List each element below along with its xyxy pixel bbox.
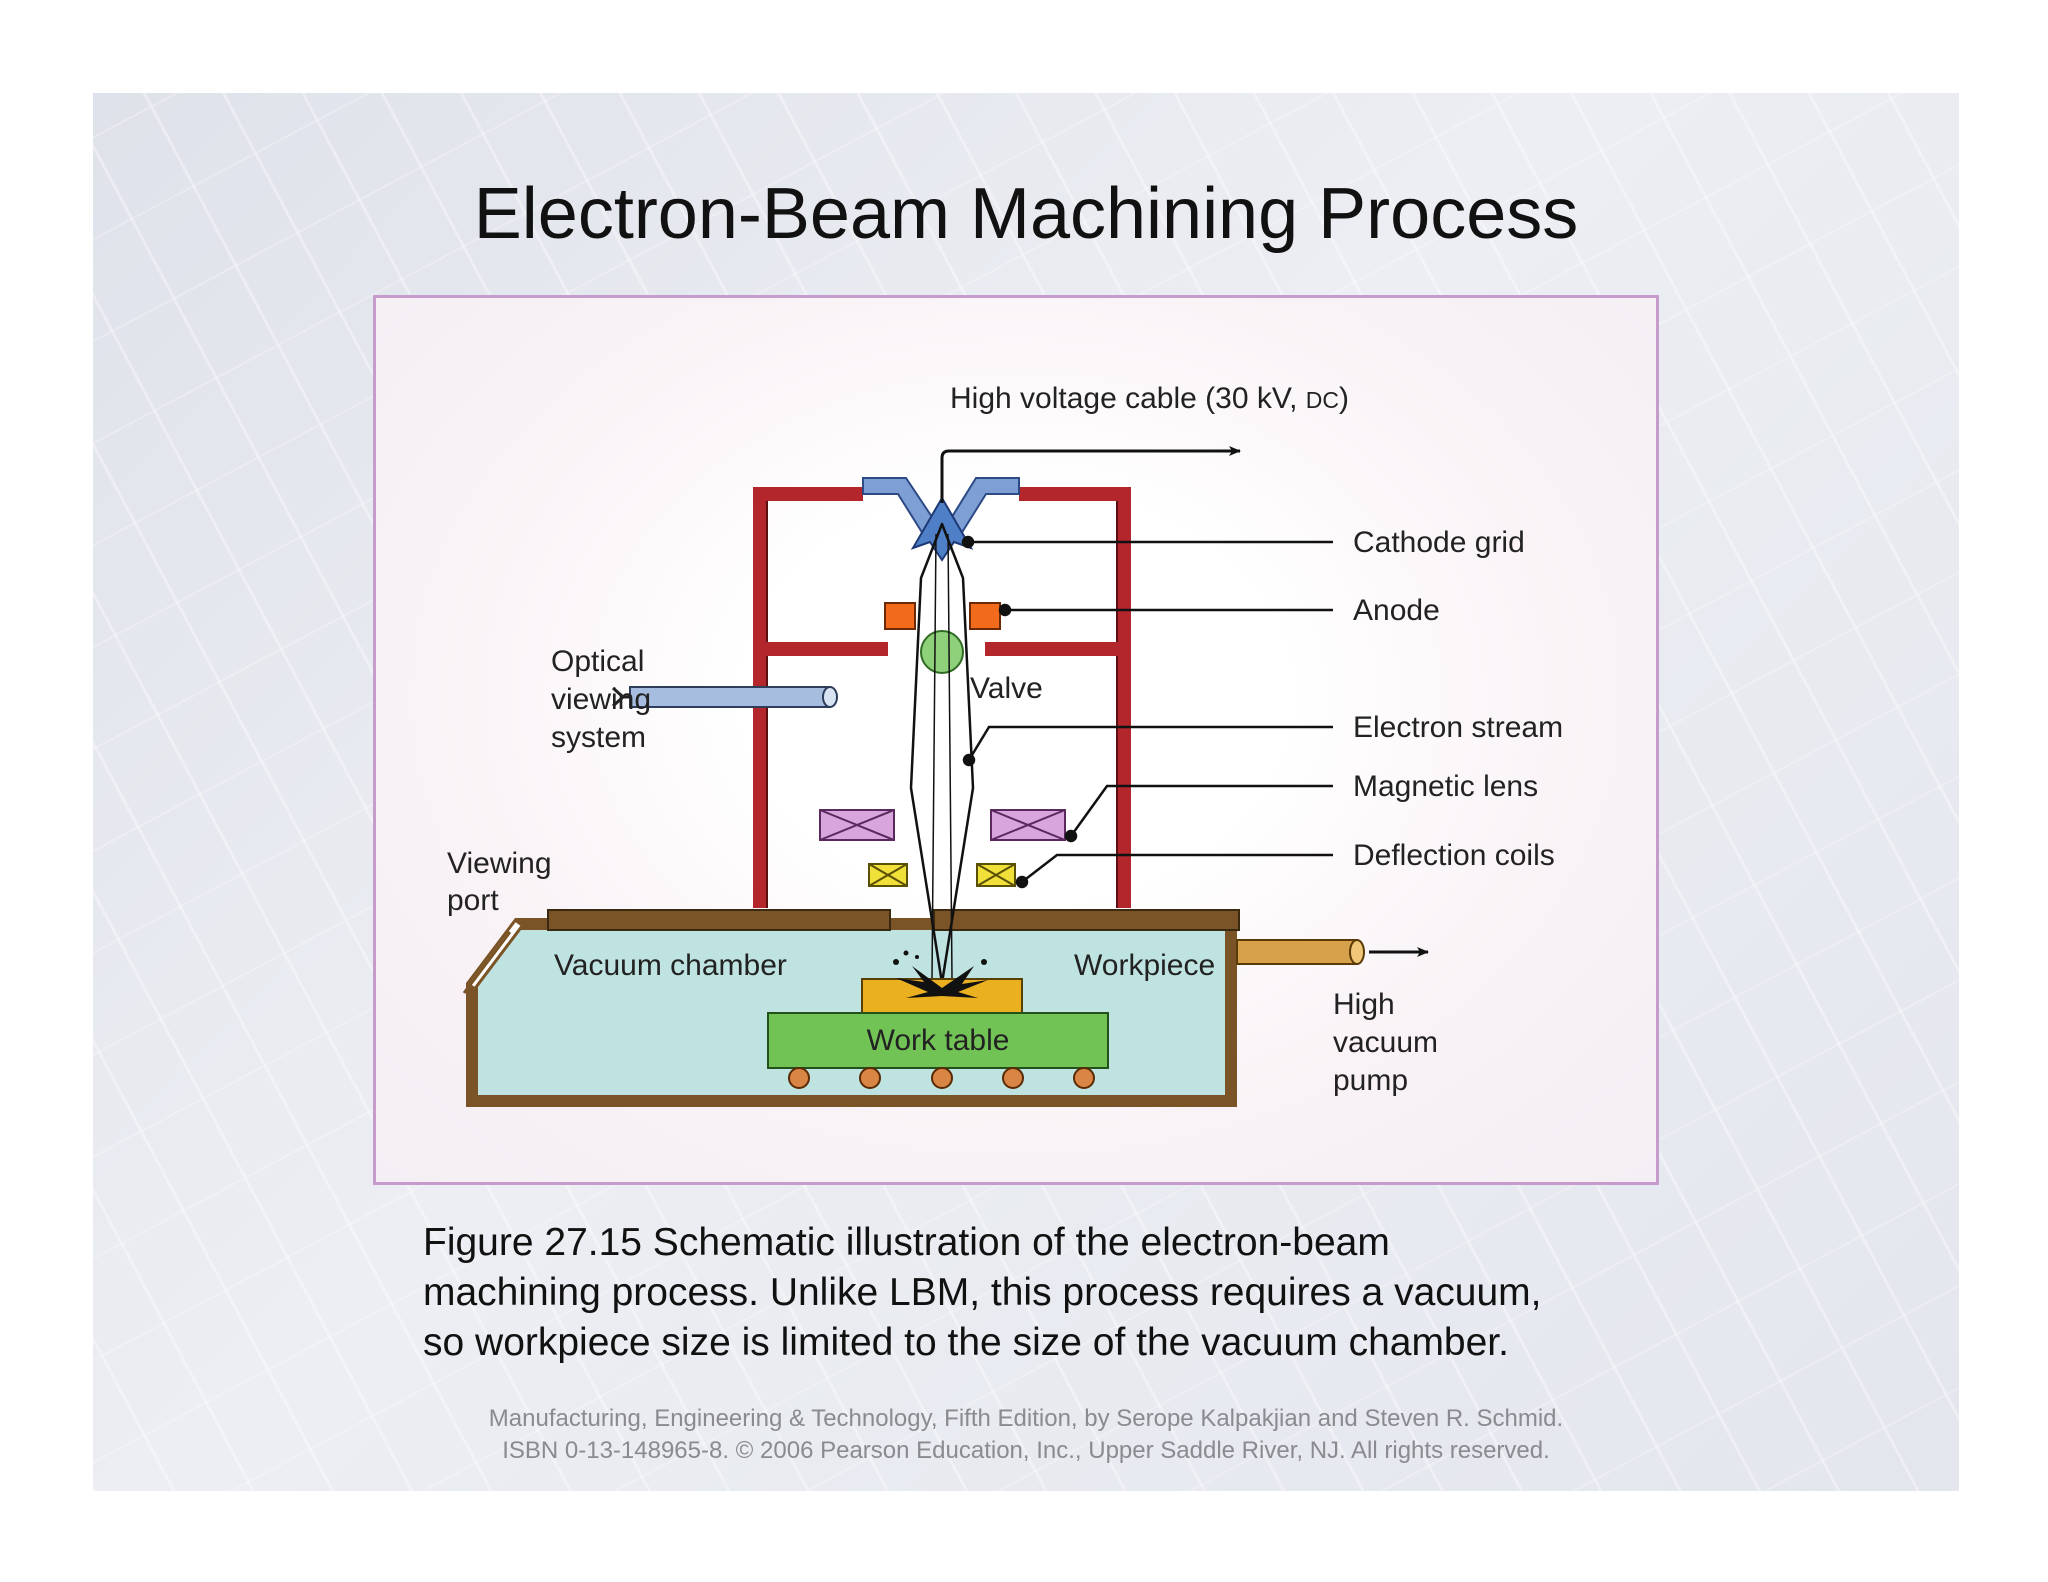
roller	[1073, 1067, 1095, 1089]
label-anode: Anode	[1353, 594, 1440, 627]
chamber-top-left	[547, 909, 891, 931]
cathode-grid	[910, 496, 974, 562]
caption-line: Figure 27.15 Schematic illustration of t…	[423, 1221, 1390, 1264]
copyright-footer: Manufacturing, Engineering & Technology,…	[93, 1403, 1959, 1467]
label-high-vacuum-pump: High vacuum pump	[1333, 988, 1446, 1097]
label-high-voltage-cable: High voltage cable (30 kV, DC)	[950, 382, 1349, 415]
anode-left	[884, 602, 916, 630]
figure-caption: Figure 27.15 Schematic illustration of t…	[423, 1218, 1723, 1368]
anode-right	[969, 602, 1001, 630]
label-workpiece: Workpiece	[1074, 949, 1215, 982]
electron-stream-inner-left	[931, 533, 937, 979]
label-viewing-port: Viewing port	[447, 847, 560, 917]
viewing-port-opening	[469, 922, 521, 987]
column-wall-left	[753, 487, 863, 908]
label-work-table: Work table	[867, 1024, 1010, 1057]
impact-splash	[893, 950, 988, 998]
label-vacuum-chamber: Vacuum chamber	[554, 949, 787, 982]
chamber-top-right	[933, 909, 1240, 931]
deflection-coil-left	[868, 863, 908, 887]
high-voltage-cable	[940, 446, 1241, 503]
caption-line: so workpiece size is limited to the size…	[423, 1321, 1509, 1364]
figure-frame: High voltage cable (30 kV, DC) Cathode g…	[373, 295, 1659, 1185]
optical-viewing-tube	[629, 686, 831, 708]
leader-lines	[961, 535, 1333, 889]
column-wall-right	[1019, 487, 1131, 908]
roller	[859, 1067, 881, 1089]
label-electron-stream: Electron stream	[1353, 711, 1563, 744]
optical-viewing-pointer	[611, 686, 630, 708]
valve	[920, 630, 964, 674]
slide: Electron-Beam Machining Process	[93, 93, 1959, 1491]
magnetic-lens-left	[819, 809, 895, 841]
caption-line: machining process. Unlike LBM, this proc…	[423, 1271, 1542, 1314]
label-deflection-coils: Deflection coils	[1353, 839, 1555, 872]
footer-line: ISBN 0-13-148965-8. © 2006 Pearson Educa…	[502, 1437, 1550, 1464]
viewing-port-frame	[462, 931, 512, 994]
pump-pipe-end	[1349, 939, 1365, 965]
label-optical-viewing-system: Optical viewing system	[551, 645, 659, 754]
label-cathode-grid: Cathode grid	[1353, 526, 1525, 559]
label-valve: Valve	[970, 672, 1043, 705]
electron-beam-diagram: High voltage cable (30 kV, DC) Cathode g…	[447, 382, 1563, 1107]
label-magnetic-lens: Magnetic lens	[1353, 770, 1538, 803]
optical-viewing-tube-end	[822, 686, 838, 708]
magnetic-lens-right	[990, 809, 1066, 841]
roller	[1002, 1067, 1024, 1089]
pump-pipe	[1236, 939, 1358, 965]
roller	[931, 1067, 953, 1089]
roller	[788, 1067, 810, 1089]
electron-stream-inner-right	[947, 533, 953, 979]
work-table	[767, 1012, 1109, 1069]
footer-line: Manufacturing, Engineering & Technology,…	[488, 1405, 1564, 1432]
slide-title: Electron-Beam Machining Process	[473, 174, 1579, 254]
deflection-coil-right	[976, 863, 1016, 887]
